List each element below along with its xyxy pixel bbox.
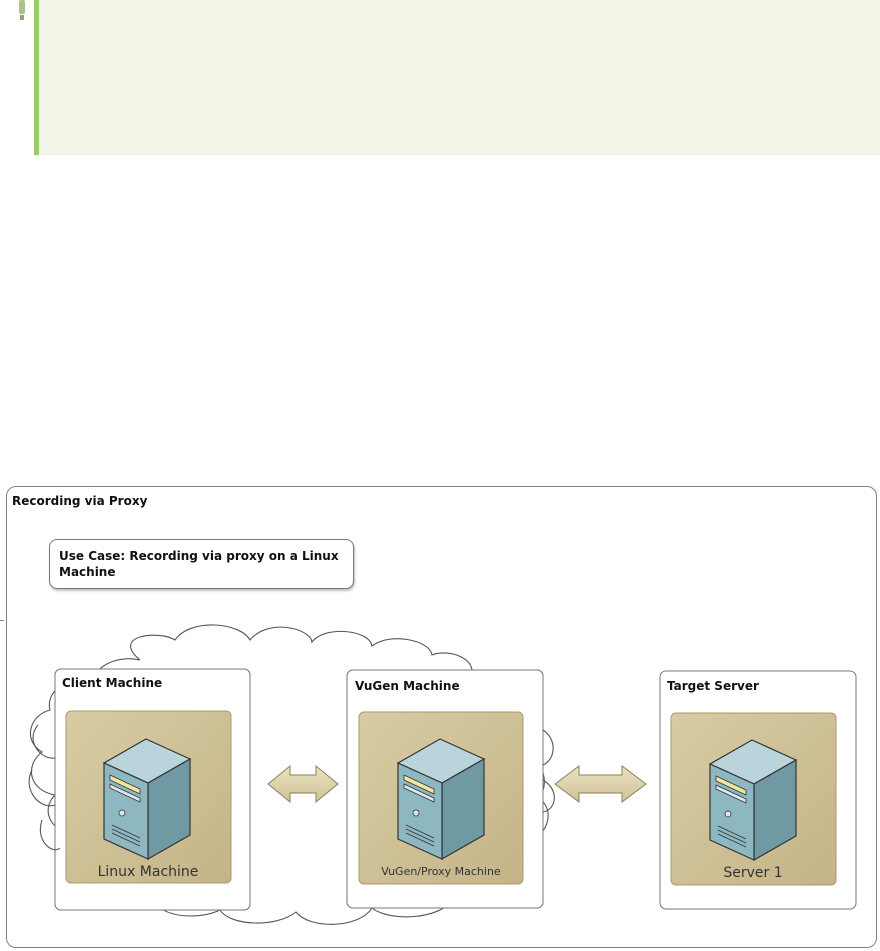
note-callout — [34, 0, 880, 155]
vugen-machine-title: VuGen Machine — [355, 679, 460, 693]
double-arrow-icon — [267, 764, 339, 804]
server-label: Linux Machine — [98, 864, 199, 880]
lightbulb-icon — [19, 0, 25, 20]
server-tower-icon — [708, 739, 798, 862]
server-label: VuGen/Proxy Machine — [381, 865, 501, 878]
server-tower-icon — [396, 738, 486, 861]
use-case-callout: Use Case: Recording via proxy on a Linux… — [49, 539, 354, 589]
server-tower-icon — [102, 738, 192, 861]
client-machine-title: Client Machine — [62, 676, 162, 690]
divider — [0, 620, 4, 621]
target-server-title: Target Server — [667, 679, 759, 693]
double-arrow-icon — [554, 765, 647, 803]
server-label: Server 1 — [723, 865, 782, 881]
diagram-title: Recording via Proxy — [12, 494, 148, 508]
